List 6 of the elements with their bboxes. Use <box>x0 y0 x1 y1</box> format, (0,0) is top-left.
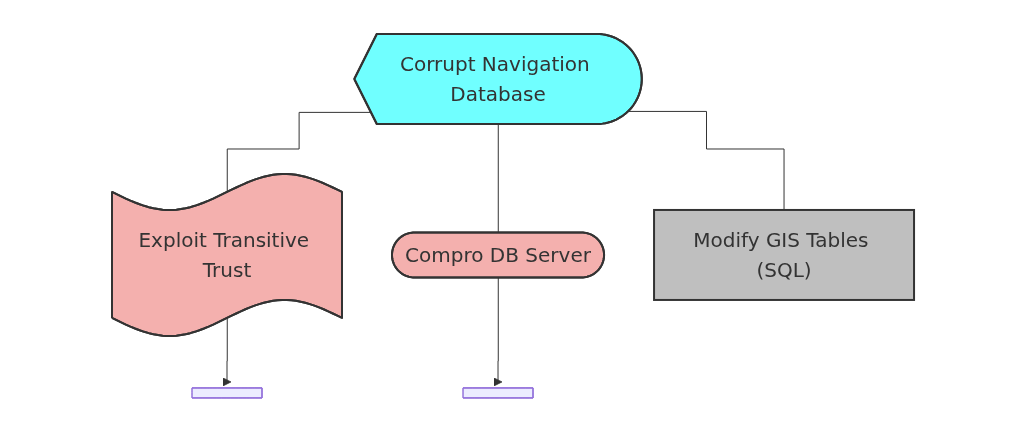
connector <box>497 124 499 234</box>
connector <box>628 110 785 211</box>
arrow <box>493 277 503 387</box>
arrow <box>222 318 232 387</box>
connector <box>226 111 372 193</box>
node-box: Modify GIS Tables (SQL) <box>653 209 915 301</box>
